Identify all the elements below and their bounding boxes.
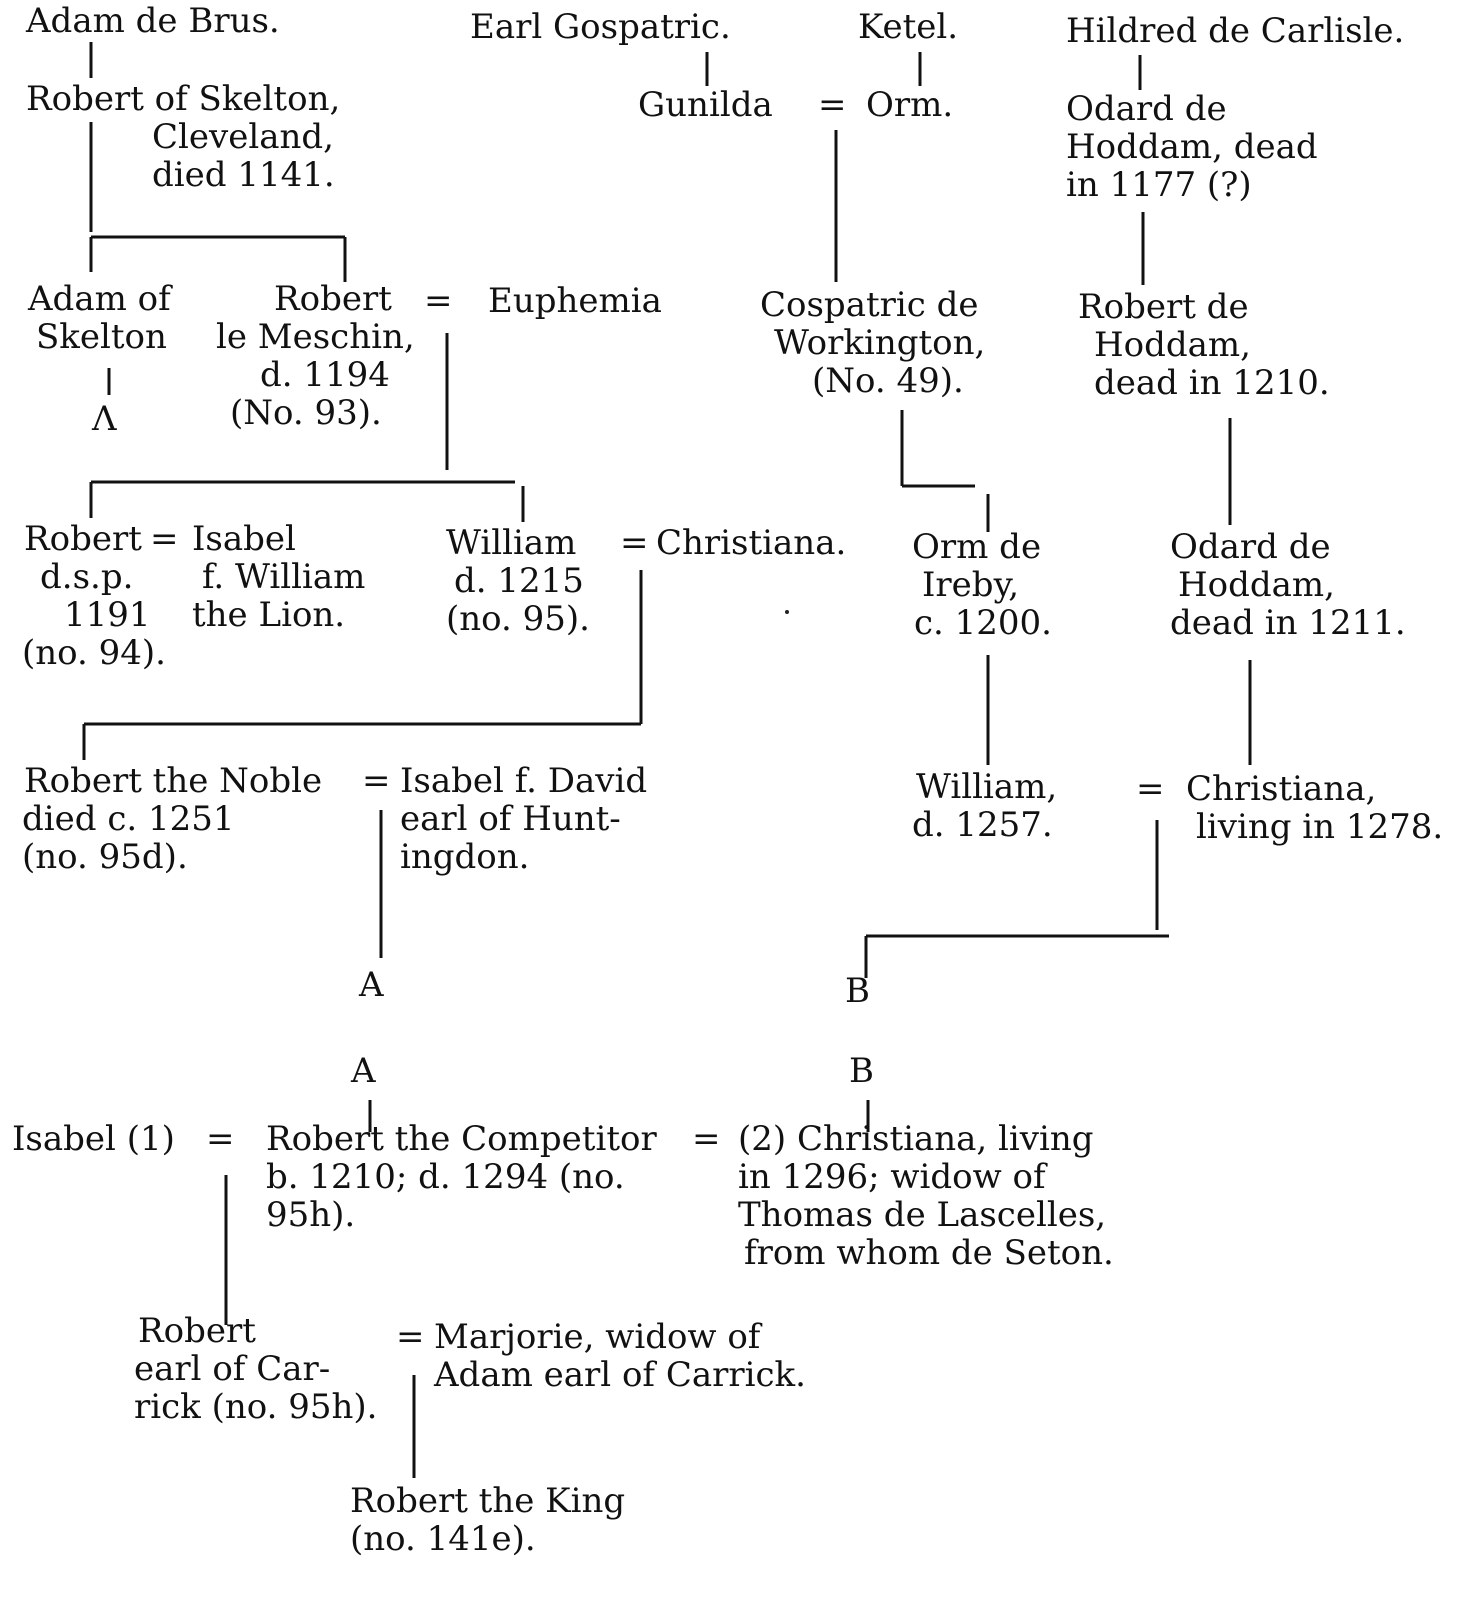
person-orm-de-ireby-line-2: Ireby, (922, 565, 1020, 605)
descent-marker-b: B (845, 971, 870, 1011)
person-adam-de-brus: Adam de Brus. (26, 1, 280, 41)
person-robert-earl-of-carrick-line-2: earl of Car- (134, 1349, 331, 1389)
person-christiana-1278-line-2: living in 1278. (1196, 807, 1444, 847)
person-earl-gospatric: Earl Gospatric. (470, 7, 731, 47)
person-isabel-f-william-line-3: the Lion. (192, 595, 346, 635)
person-cospatric-line-1: Cospatric de (760, 285, 979, 325)
continuation-marker-a: A (351, 1051, 376, 1091)
person-robert-earl-of-carrick-line-1: Robert (138, 1311, 256, 1351)
person-odard-1211-line-3: dead in 1211. (1170, 603, 1406, 643)
person-william-1215-line-2: d. 1215 (454, 561, 584, 601)
marriage-sign: = (206, 1119, 235, 1159)
person-christiana-2-line-4: from whom de Seton. (744, 1233, 1114, 1273)
person-robert-of-skelton-line-3: died 1141. (152, 155, 335, 195)
person-christiana-2-line-1: (2) Christiana, living (738, 1119, 1094, 1159)
person-isabel-f-david-line-1: Isabel f. David (400, 761, 648, 801)
person-isabel-f-david-line-2: earl of Hunt- (400, 799, 621, 839)
descent-marker-lambda: Λ (92, 399, 117, 439)
person-robert-earl-of-carrick-line-3: rick (no. 95h). (134, 1387, 378, 1427)
person-odard-1177-line-3: in 1177 (?) (1066, 165, 1252, 205)
person-robert-le-meschin-line-2: le Meschin, (216, 317, 415, 357)
person-william-1215-line-1: William (446, 523, 577, 563)
person-marjorie-line-1: Marjorie, widow of (434, 1317, 761, 1357)
person-orm: Orm. (866, 85, 954, 125)
person-isabel-f-william-line-2: f. William (202, 557, 366, 597)
person-orm-de-ireby-line-1: Orm de (912, 527, 1042, 567)
person-william-1257-line-1: William, (916, 767, 1058, 807)
marriage-sign: = (424, 281, 453, 321)
person-isabel-f-william-line-1: Isabel (192, 519, 296, 559)
person-robert-le-meschin-line-3: d. 1194 (260, 355, 390, 395)
person-odard-1177-line-1: Odard de (1066, 89, 1227, 129)
descent-marker-a: A (359, 965, 384, 1005)
person-robert-le-meschin-line-1: Robert (274, 279, 392, 319)
person-christiana-1278-line-1: Christiana, (1186, 769, 1377, 809)
person-euphemia: Euphemia (488, 281, 662, 321)
marriage-sign: = (150, 519, 179, 559)
marriage-sign: = (362, 761, 391, 801)
person-odard-1211-line-2: Hoddam, (1178, 565, 1335, 605)
person-robert-de-hoddam-line-3: dead in 1210. (1094, 363, 1330, 403)
person-isabel-f-david-line-3: ingdon. (400, 837, 530, 877)
person-odard-1211-line-1: Odard de (1170, 527, 1331, 567)
person-robert-de-hoddam-line-2: Hoddam, (1094, 325, 1251, 365)
person-robert-the-noble-line-3: (no. 95d). (22, 837, 188, 877)
marriage-sign: = (396, 1317, 425, 1357)
person-robert-le-meschin-line-4: (No. 93). (230, 393, 382, 433)
person-christiana-2-line-3: Thomas de Lascelles, (738, 1195, 1107, 1235)
person-robert-dsp-line-1: Robert (24, 519, 142, 559)
person-adam-of-skelton-line-2: Skelton (36, 317, 167, 357)
person-robert-dsp-line-3: 1191 (64, 595, 151, 635)
person-cospatric-line-3: (No. 49). (812, 361, 964, 401)
person-robert-the-competitor-line-3: 95h). (266, 1195, 356, 1235)
person-isabel-1: Isabel (1) (12, 1119, 175, 1159)
stray-dot (785, 610, 789, 614)
person-william-1215-line-3: (no. 95). (446, 599, 590, 639)
person-christiana: Christiana. (656, 523, 847, 563)
person-adam-of-skelton-line-1: Adam of (28, 279, 171, 319)
marriage-sign: = (818, 85, 847, 125)
person-robert-the-competitor-line-2: b. 1210; d. 1294 (no. (266, 1157, 625, 1197)
person-robert-the-competitor-line-1: Robert the Competitor (266, 1119, 657, 1159)
marriage-sign: = (1136, 769, 1165, 809)
person-robert-the-noble-line-2: died c. 1251 (22, 799, 235, 839)
person-gunilda: Gunilda (638, 85, 773, 125)
person-hildred-de-carlisle: Hildred de Carlisle. (1066, 11, 1405, 51)
person-cospatric-line-2: Workington, (774, 323, 986, 363)
person-robert-of-skelton-line-1: Robert of Skelton, (26, 79, 341, 119)
person-robert-the-noble-line-1: Robert the Noble (24, 761, 323, 801)
person-orm-de-ireby-line-3: c. 1200. (914, 603, 1052, 643)
person-robert-of-skelton-line-2: Cleveland, (152, 117, 334, 157)
person-odard-1177-line-2: Hoddam, dead (1066, 127, 1318, 167)
person-robert-de-hoddam-line-1: Robert de (1078, 287, 1249, 327)
continuation-marker-b: B (849, 1051, 874, 1091)
marriage-sign: = (620, 523, 649, 563)
marriage-sign: = (692, 1119, 721, 1159)
person-robert-the-king-line-2: (no. 141e). (350, 1519, 536, 1559)
person-christiana-2-line-2: in 1296; widow of (738, 1157, 1046, 1197)
person-william-1257-line-2: d. 1257. (912, 805, 1053, 845)
person-robert-dsp-line-4: (no. 94). (22, 633, 166, 673)
person-robert-the-king-line-1: Robert the King (350, 1481, 626, 1521)
person-robert-dsp-line-2: d.s.p. (40, 557, 134, 597)
person-marjorie-line-2: Adam earl of Carrick. (434, 1355, 806, 1395)
person-ketel: Ketel. (858, 7, 959, 47)
